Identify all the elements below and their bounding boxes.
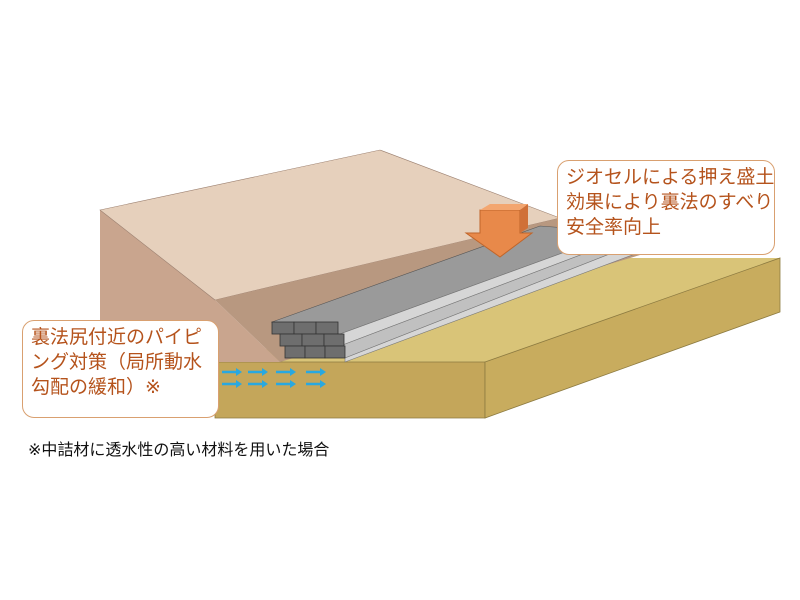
seepage-flow-arrows [222,368,326,388]
callout-line: 裏法尻付近のパイピ [31,326,203,348]
flow-arrow-icon [276,368,296,376]
load-arrow-icon [464,204,534,258]
flow-arrow-icon [248,380,268,388]
geocell-stack [270,225,636,363]
flow-arrow-icon [222,368,242,376]
flow-arrow-icon [276,380,296,388]
ground-side-face [484,257,781,419]
flow-arrow-icon [222,380,242,388]
ground-front-face [214,361,486,419]
callout-piping-countermeasure: 裏法尻付近のパイピ ング対策（局所動水 勾配の緩和）※ [22,320,219,418]
callout-line: 勾配の緩和）※ [31,376,161,398]
flow-arrow-icon [248,368,268,376]
footnote: ※中詰材に透水性の高い材料を用いた場合 [28,440,330,459]
callout-slip-safety: ジオセルによる押え盛土 効果により裏法のすべり 安全率向上 [557,160,775,255]
flow-arrow-icon [306,368,326,376]
callout-line: 効果により裏法のすべり [566,191,774,213]
callout-line: ジオセルによる押え盛土 [566,166,775,188]
flow-arrow-icon [306,380,326,388]
callout-line: ング対策（局所動水 [31,351,203,373]
callout-line: 安全率向上 [566,216,662,238]
